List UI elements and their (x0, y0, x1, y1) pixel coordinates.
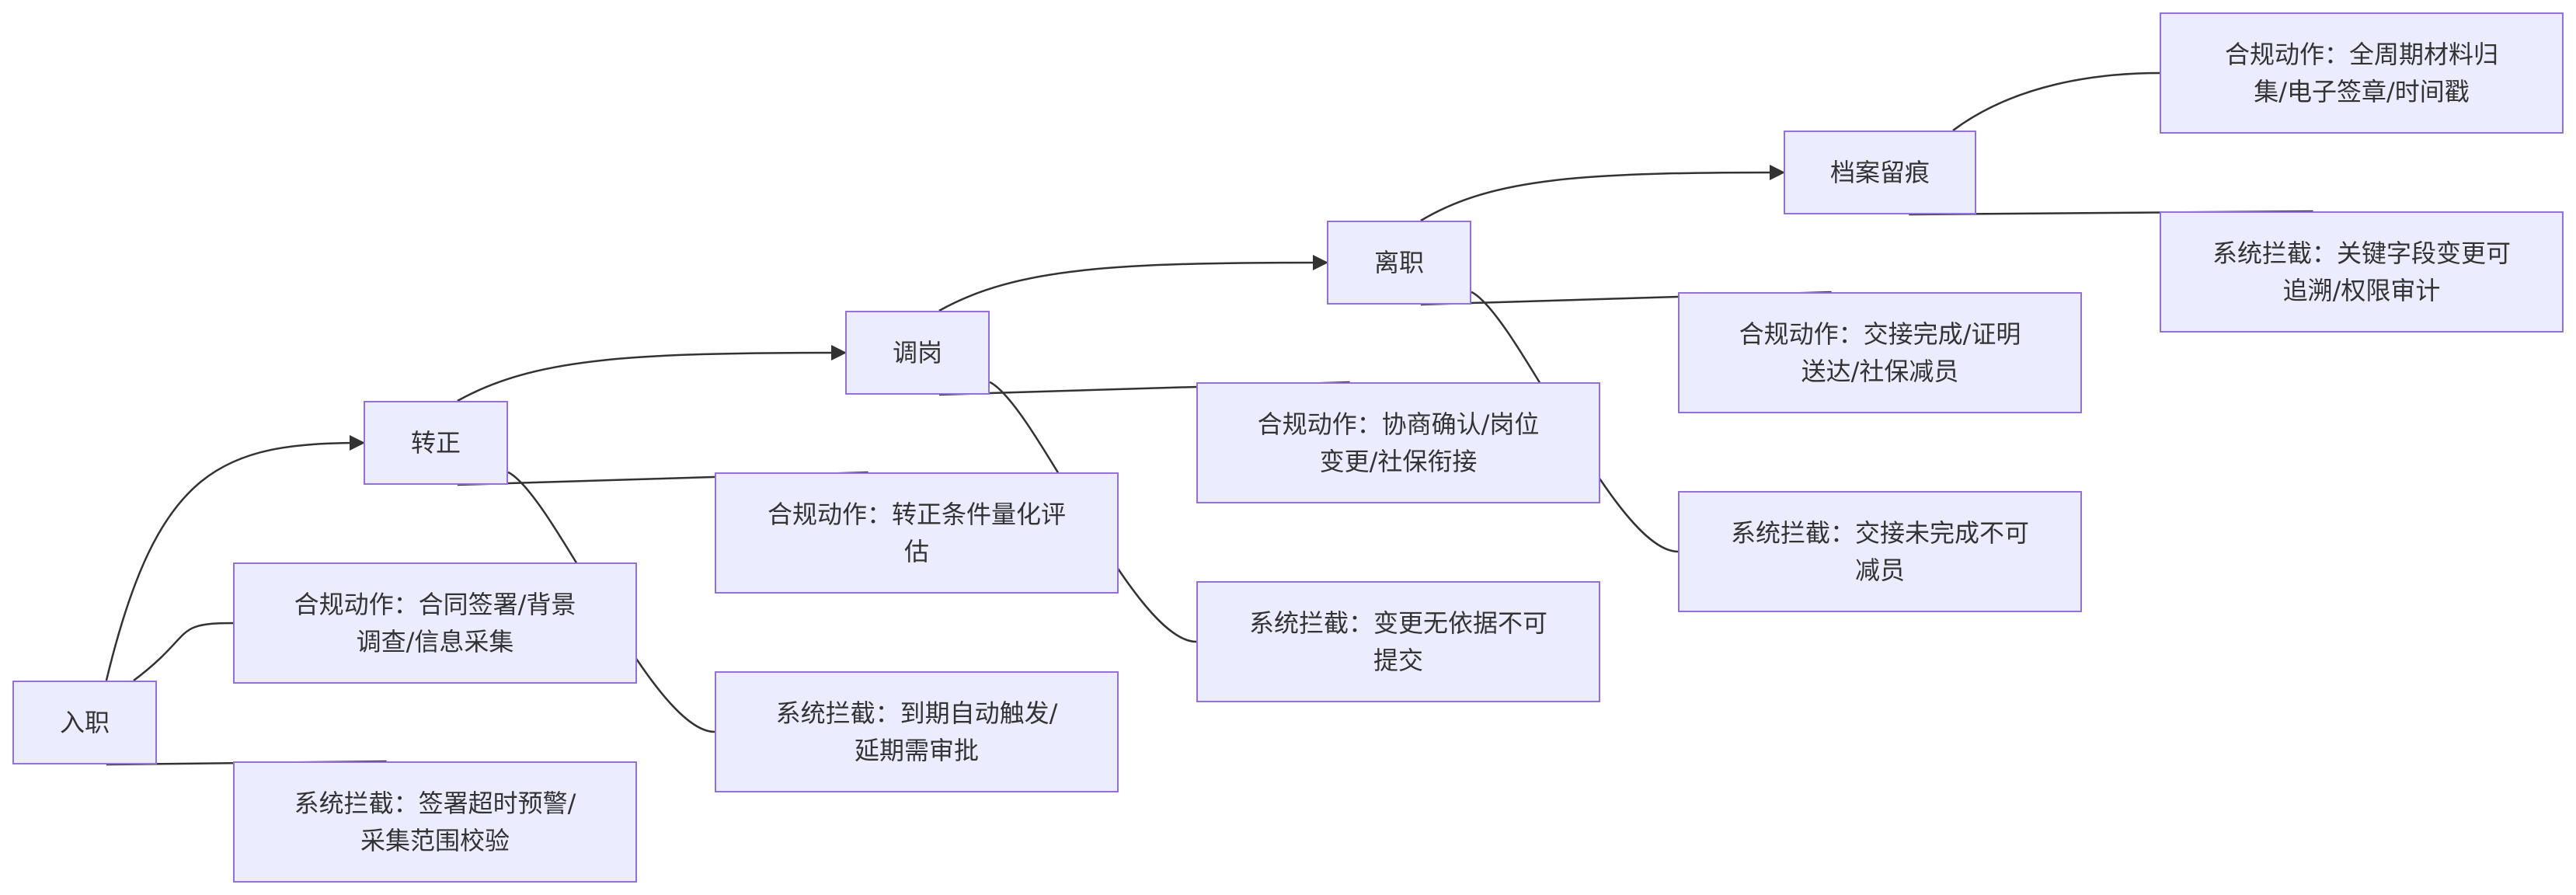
edge-tiaogang-to-lizhi (938, 255, 1328, 312)
node-lizhi-label: 离职 (1373, 248, 1424, 277)
node-dangan-system-block: 系统拦截：关键字段变更可 追溯/权限审计 (2160, 211, 2564, 333)
node-lizhi: 离职 (1327, 221, 1471, 305)
node-lizhi-compliance-label: 合规动作：交接完成/证明 送达/社保减员 (1739, 319, 2021, 386)
edge-lizhi-to-dangan (1420, 165, 1785, 222)
node-lizhi-system-block: 系统拦截：交接未完成不可 减员 (1678, 491, 2082, 612)
node-tiaogang-compliance: 合规动作：协商确认/岗位 变更/社保衔接 (1196, 382, 1600, 503)
node-dangan-label: 档案留痕 (1829, 158, 1930, 187)
node-zhuanzheng: 转正 (364, 401, 508, 485)
edge-ruzhi-to-ruzhi_heigui (133, 622, 234, 681)
node-zhuanzheng-system-block: 系统拦截：到期自动触发/ 延期需审批 (715, 671, 1119, 792)
node-tiaogang-system-block-label: 系统拦截：变更无依据不可 提交 (1248, 608, 1547, 675)
node-ruzhi-system-block-label: 系统拦截：签署超时预警/ 采集范围校验 (294, 789, 576, 855)
node-zhuanzheng-compliance: 合规动作：转正条件量化评 估 (715, 472, 1119, 594)
node-dangan-compliance: 合规动作：全周期材料归 集/电子签章/时间戳 (2160, 12, 2564, 134)
node-ruzhi-compliance-label: 合规动作：合同签署/背景 调查/信息采集 (294, 590, 576, 656)
node-ruzhi: 入职 (12, 681, 157, 764)
node-tiaogang: 调岗 (845, 311, 990, 395)
node-zhuanzheng-label: 转正 (410, 428, 461, 458)
node-lizhi-compliance: 合规动作：交接完成/证明 送达/社保减员 (1678, 292, 2082, 413)
node-ruzhi-system-block: 系统拦截：签署超时预警/ 采集范围校验 (233, 761, 637, 883)
node-zhuanzheng-compliance-label: 合规动作：转正条件量化评 估 (767, 500, 1066, 566)
node-dangan-compliance-label: 合规动作：全周期材料归 集/电子签章/时间戳 (2224, 40, 2498, 106)
node-zhuanzheng-system-block-label: 系统拦截：到期自动触发/ 延期需审批 (775, 698, 1058, 765)
edge-zhuanzheng-to-tiaogang (457, 345, 847, 402)
node-ruzhi-compliance: 合规动作：合同签署/背景 调查/信息采集 (233, 562, 637, 684)
node-tiaogang-system-block: 系统拦截：变更无依据不可 提交 (1196, 581, 1600, 702)
node-lizhi-system-block-label: 系统拦截：交接未完成不可 减员 (1730, 518, 2029, 585)
node-tiaogang-label: 调岗 (892, 338, 942, 367)
node-dangan-system-block-label: 系统拦截：关键字段变更可 追溯/权限审计 (2212, 239, 2511, 305)
edge-ruzhi-to-zhuanzheng (105, 435, 365, 681)
node-ruzhi-label: 入职 (59, 708, 110, 737)
edge-dangan-to-dangan_heigui (1952, 71, 2160, 132)
node-tiaogang-compliance-label: 合规动作：协商确认/岗位 变更/社保衔接 (1257, 409, 1540, 476)
node-dangan: 档案留痕 (1784, 131, 1976, 214)
